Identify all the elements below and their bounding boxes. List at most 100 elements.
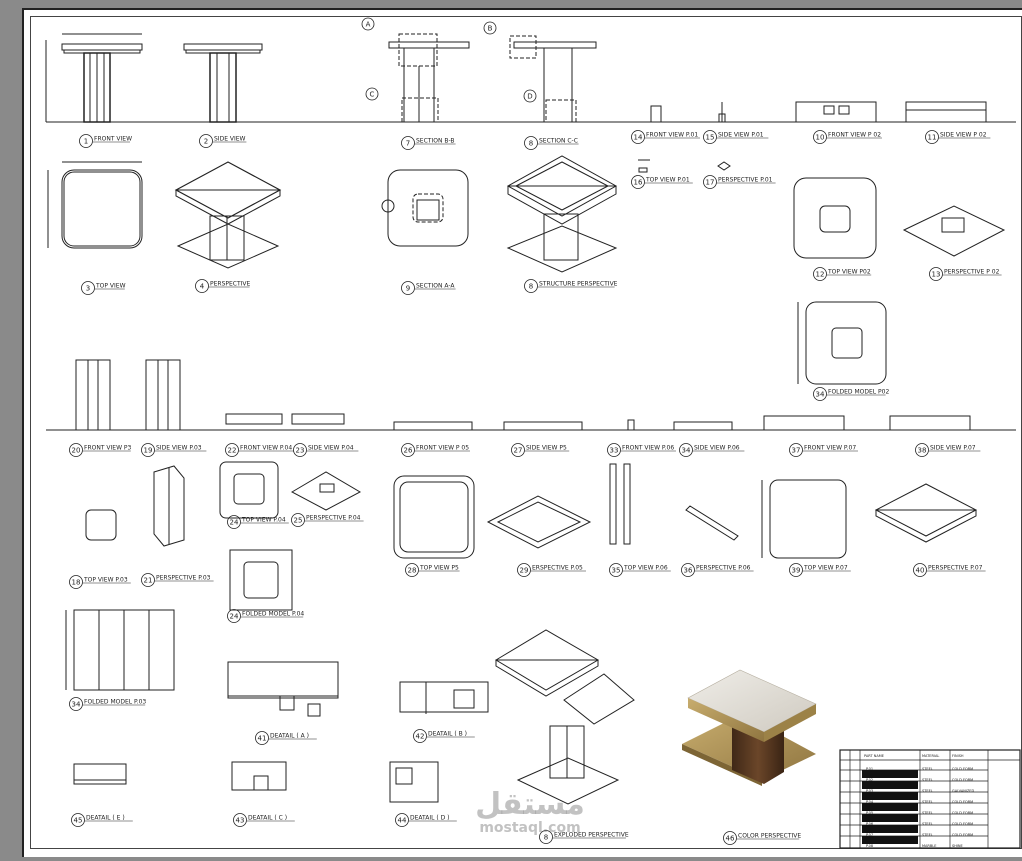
view-number: 23 [296,447,305,455]
callout-bubble-d [523,89,537,103]
view-title: PERSPECTIVE P.01 [718,177,773,184]
view-number-circle [524,279,538,293]
view-title: SECTION C-C [539,138,578,145]
title-block-cell: COLD FORM [952,767,973,771]
title-block-cell: STEEL [922,833,933,837]
view-title: SIDE VIEW P.03 [156,445,202,452]
view-title: SIDE VIEW P 02 [940,132,987,139]
view-number: 7 [406,140,410,148]
view-number: 16 [634,179,643,187]
view-number: 8 [529,283,533,291]
callout-bubble-b [483,21,497,35]
callout-letter: C [370,91,375,99]
view-number: 28 [408,567,417,575]
view-title: SIDE VIEW P5 [526,445,567,452]
title-block-cell: P.02 [866,778,873,782]
view-number: 12 [816,271,825,279]
view-number: 22 [228,447,237,455]
view-number: 19 [144,447,153,455]
view-number: 34 [816,391,825,399]
view-number-circle [291,513,305,527]
view-title: FRONT VIEW P 02 [828,132,881,139]
folded-model-p03-drawing [65,609,175,691]
view-number-circle [395,813,409,827]
folded-model-p04-drawing [229,549,293,611]
p01-parts [638,102,731,173]
view-number: 20 [72,447,81,455]
view-number: 11 [928,134,937,142]
view-title: TOP VIEW [95,283,126,290]
view-title: TOP VIEW P.07 [803,565,848,572]
view-number-circle [813,130,827,144]
title-block-cell: P.03 [866,789,873,793]
view-title: PERSPECTIVE P.03 [156,575,211,582]
view-number-circle [227,609,241,623]
view-number: 8 [544,834,548,842]
view-number-circle [679,443,693,457]
view-number-circle [233,813,247,827]
title-block-cell: STEEL [922,800,933,804]
view-number-circle [405,563,419,577]
p05-p07-elevations [393,415,971,431]
view-title: DEATAIL ( A ) [270,733,309,740]
view-number-circle [813,267,827,281]
perspective-p05-drawing [486,495,592,549]
view-number-circle [293,443,307,457]
title-block-cell: COLD FORM [952,822,973,826]
view-number-circle [524,136,538,150]
title-block-cell: STEEL [922,789,933,793]
view-number: 2 [204,138,208,146]
title-block-cell: P.08 [866,844,873,848]
view-title: FRONT VIEW [94,136,132,143]
top-view-p07-drawing [761,479,847,559]
view-number: 39 [792,567,801,575]
view-title: TOP VIEW P5 [419,565,459,572]
view-number: 21 [144,577,153,585]
callout-bubble-c [365,87,379,101]
title-block-cell: COLD FORM [952,833,973,837]
title-block-cell: STEEL [922,822,933,826]
title-block-cell: SHINE [952,844,963,848]
color-perspective-render [682,669,817,786]
view-title: FOLDED MODEL P02 [828,389,889,396]
view-number-circle [631,130,645,144]
view-number: 44 [398,817,407,825]
perspective-drawing [174,161,282,269]
section-a-a-drawing [381,169,469,247]
view-number-circle [607,443,621,457]
view-title: TOP VIEW P.04 [241,517,286,524]
view-number: 9 [406,285,410,293]
callout-letter: A [366,21,371,29]
p02-front-side [795,101,987,123]
view-number-circle [401,443,415,457]
view-number: 27 [514,447,523,455]
view-number-circle [929,267,943,281]
deatail-d-drawing [389,761,439,803]
folded-model-p02-drawing [805,301,887,385]
view-title: PERSPECTIVE P.07 [928,565,983,572]
view-number: 38 [918,447,927,455]
view-number-circle [71,813,85,827]
view-number-circle [195,279,209,293]
side-view-drawing [183,43,263,123]
view-number-circle [225,443,239,457]
